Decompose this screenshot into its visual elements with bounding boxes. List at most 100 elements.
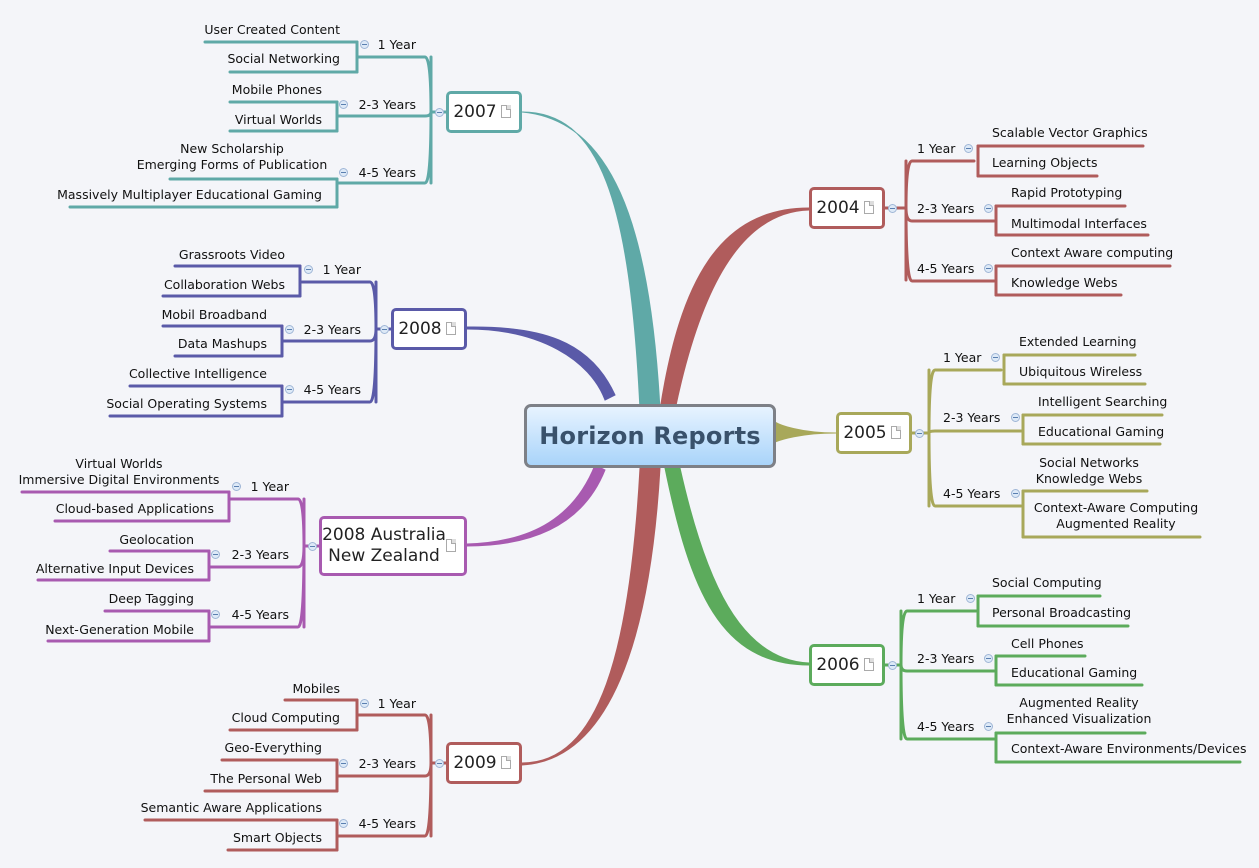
collapse-toggle-icon[interactable]: [360, 40, 369, 49]
timeframe-label[interactable]: 2-3 Years: [358, 756, 416, 771]
trend-item[interactable]: Ubiquitous Wireless: [1019, 364, 1143, 379]
trend-item[interactable]: Educational Gaming: [1011, 665, 1138, 680]
collapse-toggle-icon[interactable]: [211, 550, 220, 559]
trend-item[interactable]: Augmented Reality Enhanced Visualization: [1006, 695, 1152, 726]
trend-item[interactable]: Context-Aware Environments/Devices: [1011, 741, 1247, 756]
trend-item[interactable]: Data Mashups: [177, 336, 267, 351]
timeframe-label[interactable]: 1 Year: [917, 591, 956, 606]
trend-item[interactable]: Personal Broadcasting: [992, 605, 1132, 620]
timeframe-label[interactable]: 4-5 Years: [358, 816, 416, 831]
timeframe-label[interactable]: 4-5 Years: [358, 165, 416, 180]
collapse-toggle-icon[interactable]: [360, 699, 369, 708]
trend-item[interactable]: Cloud-based Applications: [55, 501, 214, 516]
trend-item[interactable]: Mobil Broadband: [161, 307, 267, 322]
timeframe-label[interactable]: 2-3 Years: [917, 651, 975, 666]
trend-item[interactable]: Deep Tagging: [108, 591, 194, 606]
trend-item[interactable]: Social Operating Systems: [106, 396, 267, 411]
topic-year-1[interactable]: 2008: [391, 308, 467, 350]
collapse-toggle-icon[interactable]: [435, 108, 444, 117]
timeframe-label[interactable]: 2-3 Years: [917, 201, 975, 216]
trend-item[interactable]: Mobile Phones: [231, 82, 322, 97]
trend-item[interactable]: Educational Gaming: [1038, 424, 1165, 439]
trend-item[interactable]: Social Networking: [227, 51, 340, 66]
collapse-toggle-icon[interactable]: [1011, 489, 1020, 498]
timeframe-label[interactable]: 1 Year: [377, 37, 416, 52]
trend-item[interactable]: User Created Content: [204, 22, 340, 37]
trend-item[interactable]: Massively Multiplayer Educational Gaming: [57, 187, 322, 202]
trend-item[interactable]: Cloud Computing: [231, 710, 340, 725]
collapse-toggle-icon[interactable]: [232, 482, 241, 491]
trend-item[interactable]: Social Networks Knowledge Webs: [1035, 455, 1143, 486]
topic-year-label: 2008: [398, 318, 442, 339]
collapse-toggle-icon[interactable]: [285, 325, 294, 334]
trend-item[interactable]: Next-Generation Mobile: [45, 622, 194, 637]
collapse-toggle-icon[interactable]: [380, 325, 389, 334]
collapse-toggle-icon[interactable]: [1011, 413, 1020, 422]
collapse-toggle-icon[interactable]: [304, 265, 313, 274]
timeframe-label[interactable]: 4-5 Years: [231, 607, 289, 622]
timeframe-label[interactable]: 1 Year: [917, 141, 956, 156]
trend-item[interactable]: Intelligent Searching: [1038, 394, 1168, 409]
collapse-toggle-icon[interactable]: [339, 819, 348, 828]
collapse-toggle-icon[interactable]: [984, 204, 993, 213]
timeframe-label[interactable]: 1 Year: [322, 262, 361, 277]
collapse-toggle-icon[interactable]: [888, 204, 897, 213]
collapse-toggle-icon[interactable]: [964, 144, 973, 153]
collapse-toggle-icon[interactable]: [339, 168, 348, 177]
trend-item[interactable]: Scalable Vector Graphics: [992, 125, 1148, 140]
collapse-toggle-icon[interactable]: [984, 264, 993, 273]
collapse-toggle-icon[interactable]: [966, 594, 975, 603]
trend-item[interactable]: Semantic Aware Applications: [140, 800, 322, 815]
trend-item[interactable]: Knowledge Webs: [1011, 275, 1118, 290]
timeframe-label[interactable]: 4-5 Years: [303, 382, 361, 397]
collapse-toggle-icon[interactable]: [435, 759, 444, 768]
collapse-toggle-icon[interactable]: [339, 100, 348, 109]
trend-item[interactable]: Multimodal Interfaces: [1011, 216, 1147, 231]
collapse-toggle-icon[interactable]: [308, 542, 317, 551]
trend-item[interactable]: Mobiles: [292, 681, 340, 696]
trend-item[interactable]: Cell Phones: [1011, 636, 1084, 651]
timeframe-label[interactable]: 4-5 Years: [943, 486, 1001, 501]
trend-item[interactable]: Collective Intelligence: [128, 366, 267, 381]
collapse-toggle-icon[interactable]: [984, 654, 993, 663]
timeframe-label[interactable]: 1 Year: [943, 350, 982, 365]
timeframe-label[interactable]: 4-5 Years: [917, 261, 975, 276]
timeframe-label[interactable]: 1 Year: [377, 696, 416, 711]
topic-year-5[interactable]: 2005: [836, 412, 912, 454]
trend-item[interactable]: Alternative Input Devices: [35, 561, 194, 576]
timeframe-label[interactable]: 2-3 Years: [231, 547, 289, 562]
collapse-toggle-icon[interactable]: [915, 429, 924, 438]
trend-item[interactable]: Geo-Everything: [224, 740, 322, 755]
topic-year-0[interactable]: 2007: [446, 91, 522, 133]
trend-item[interactable]: Rapid Prototyping: [1011, 185, 1123, 200]
trend-item[interactable]: Context-Aware Computing Augmented Realit…: [1033, 500, 1199, 531]
trend-item[interactable]: The Personal Web: [210, 771, 322, 786]
collapse-toggle-icon[interactable]: [991, 353, 1000, 362]
trend-item[interactable]: Virtual Worlds: [234, 112, 322, 127]
trend-item[interactable]: Smart Objects: [232, 830, 322, 845]
timeframe-label[interactable]: 2-3 Years: [303, 322, 361, 337]
trend-item[interactable]: Grassroots Video: [178, 247, 285, 262]
timeframe-label[interactable]: 2-3 Years: [943, 410, 1001, 425]
trend-item[interactable]: Context Aware computing: [1011, 245, 1174, 260]
collapse-toggle-icon[interactable]: [285, 385, 294, 394]
collapse-toggle-icon[interactable]: [888, 661, 897, 670]
trend-item[interactable]: Learning Objects: [992, 155, 1098, 170]
topic-year-3[interactable]: 2009: [446, 742, 522, 784]
trend-item[interactable]: Geolocation: [119, 532, 194, 547]
trend-item[interactable]: Virtual Worlds Immersive Digital Environ…: [18, 456, 220, 487]
timeframe-label[interactable]: 2-3 Years: [358, 97, 416, 112]
topic-year-2[interactable]: 2008 Australia New Zealand: [319, 516, 467, 576]
central-topic[interactable]: Horizon Reports: [524, 404, 776, 468]
timeframe-label[interactable]: 4-5 Years: [917, 719, 975, 734]
trend-item[interactable]: New Scholarship Emerging Forms of Public…: [136, 141, 328, 172]
collapse-toggle-icon[interactable]: [339, 759, 348, 768]
trend-item[interactable]: Extended Learning: [1019, 334, 1137, 349]
trend-item[interactable]: Collaboration Webs: [163, 277, 285, 292]
collapse-toggle-icon[interactable]: [211, 610, 220, 619]
collapse-toggle-icon[interactable]: [984, 722, 993, 731]
trend-item[interactable]: Social Computing: [992, 575, 1102, 590]
topic-year-6[interactable]: 2006: [809, 644, 885, 686]
topic-year-4[interactable]: 2004: [809, 187, 885, 229]
timeframe-label[interactable]: 1 Year: [250, 479, 289, 494]
